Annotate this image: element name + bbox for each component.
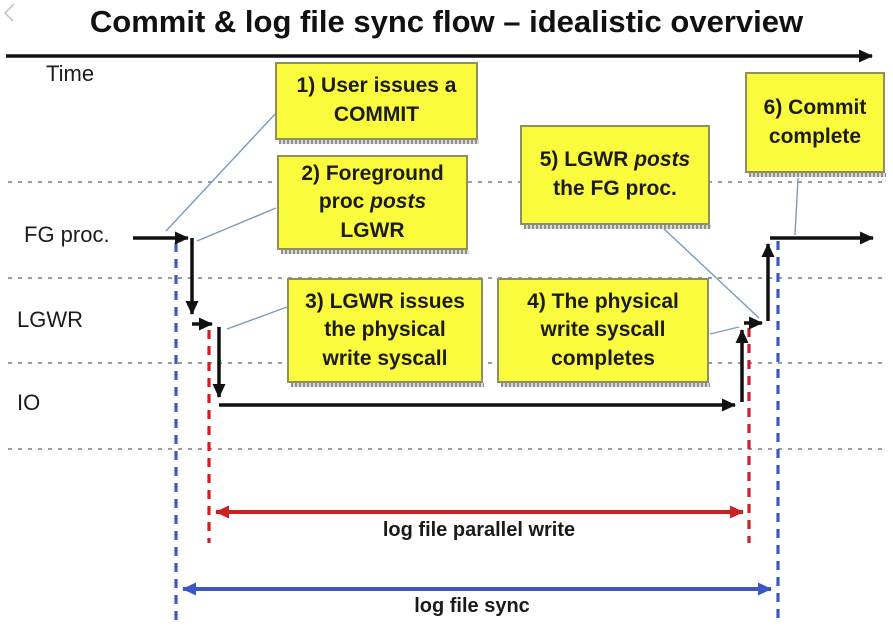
callout-line: completes <box>551 346 655 370</box>
lane-separator-lines <box>8 181 886 450</box>
callout-line: 2) Foreground <box>301 161 444 185</box>
cursor-artifact-icon <box>3 3 15 22</box>
callout-line: proc posts <box>318 190 427 214</box>
log-file-sync-label: log file sync <box>414 595 530 617</box>
lane-label-io: IO <box>17 390 41 415</box>
callout-line: 5) LGWR posts <box>539 148 691 172</box>
callout-line: write syscall <box>540 318 666 342</box>
parallel-write-boundary-lines <box>207 328 751 543</box>
callout-line: the physical <box>324 318 446 342</box>
parallel-write-label: log file parallel write <box>382 519 576 541</box>
execution-flow-path <box>133 231 874 412</box>
callout-4-write-completes: 4) The physical write syscall completes <box>497 278 710 387</box>
callout-line: 3) LGWR issues <box>305 289 465 313</box>
callout-5-lgwr-posts-fg: 5) LGWR posts the FG proc. <box>520 125 711 229</box>
callout-line: COMMIT <box>333 103 420 126</box>
page-title: Commit & log file sync flow – idealistic… <box>89 4 804 39</box>
lane-label-lgwr: LGWR <box>17 307 83 332</box>
callout-line: complete <box>768 124 862 148</box>
lane-label-fg-proc: FG proc. <box>24 222 110 247</box>
callout-line: the FG proc. <box>553 177 677 200</box>
callout-line: 6) Commit <box>763 95 867 119</box>
callout-line: LGWR <box>340 218 405 242</box>
callout-connector-lines <box>165 111 799 335</box>
callout-line: 1) User issues a <box>296 74 457 98</box>
callout-line: write syscall <box>322 346 448 370</box>
callout-6-commit-complete: 6) Commit complete <box>745 72 886 177</box>
callout-2-foreground-posts-lgwr: 2) Foreground proc posts LGWR <box>277 155 469 254</box>
time-axis-label: Time <box>46 61 95 86</box>
callout-line: 4) The physical <box>527 289 679 313</box>
callout-1-user-issues-commit: 1) User issues a COMMIT <box>275 62 479 144</box>
callout-3-lgwr-issues-write: 3) LGWR issues the physical write syscal… <box>287 278 484 387</box>
